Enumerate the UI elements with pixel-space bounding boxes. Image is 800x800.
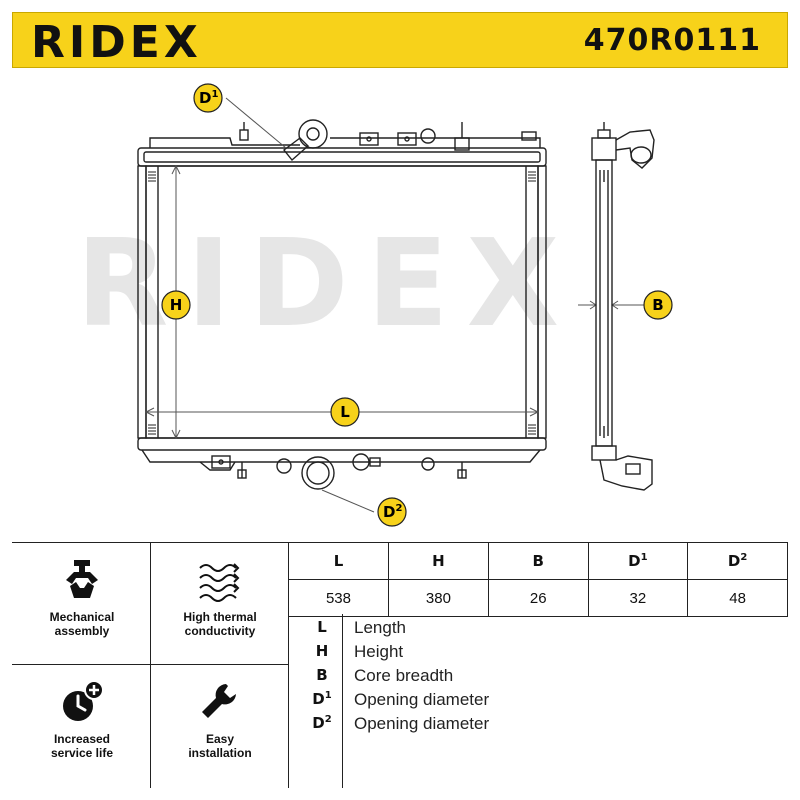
legend-text: Length bbox=[354, 618, 406, 637]
svg-text:L: L bbox=[340, 403, 350, 421]
legend-key: H bbox=[315, 642, 329, 660]
legend-text: Opening diameter bbox=[354, 714, 490, 733]
callout-d1: D1 bbox=[193, 83, 223, 113]
spec-header-d2: D2 bbox=[687, 542, 788, 580]
spec-header-d1: D1 bbox=[587, 542, 689, 580]
legend-text: Opening diameter bbox=[354, 690, 490, 709]
brand-logo-text: RIDEX bbox=[31, 17, 202, 65]
spec-table-value-row: 538 380 26 32 48 bbox=[288, 579, 788, 617]
svg-text:D1: D1 bbox=[199, 89, 218, 107]
legend-text: Core breadth bbox=[354, 666, 454, 685]
spec-value-h: 380 bbox=[387, 579, 489, 617]
spec-table: L H B D1 D2 538 380 26 32 48 bbox=[288, 542, 788, 617]
service-life-icon bbox=[63, 680, 104, 721]
spec-header-h: H bbox=[387, 542, 489, 580]
spec-header-l: L bbox=[288, 542, 389, 580]
legend-item: D1 Opening diameter bbox=[288, 690, 788, 714]
divider bbox=[12, 664, 288, 665]
legend-item: B Core breadth bbox=[288, 666, 788, 690]
callout-l: L bbox=[330, 397, 360, 427]
svg-text:H: H bbox=[170, 296, 183, 314]
callout-b: B bbox=[643, 290, 673, 320]
legend-item: L Length bbox=[288, 618, 788, 642]
legend-text: Height bbox=[354, 642, 404, 661]
watermark-text: RIDEX bbox=[76, 215, 577, 354]
legend-key: B bbox=[316, 666, 328, 684]
spec-header-b: B bbox=[487, 542, 589, 580]
mechanical-assembly-icon bbox=[66, 560, 98, 598]
part-number: 470R0111 bbox=[583, 23, 761, 58]
spec-value-d2: 48 bbox=[687, 579, 788, 617]
callout-d2: D2 bbox=[377, 497, 407, 527]
radiator-side-view bbox=[591, 122, 655, 491]
divider bbox=[342, 614, 343, 788]
legend-key: D1 bbox=[312, 690, 332, 708]
callout-h: H bbox=[161, 290, 191, 320]
spec-value-b: 26 bbox=[487, 579, 589, 617]
thermal-conductivity-icon bbox=[199, 563, 240, 602]
spec-table-header-row: L H B D1 D2 bbox=[288, 542, 788, 580]
legend-item: H Height bbox=[288, 642, 788, 666]
divider bbox=[150, 542, 151, 788]
header-bar: RIDEX 470R0111 bbox=[12, 12, 788, 68]
svg-text:D2: D2 bbox=[383, 503, 402, 521]
divider bbox=[288, 542, 289, 788]
spec-value-d1: 32 bbox=[587, 579, 689, 617]
svg-text:B: B bbox=[652, 296, 663, 314]
legend-item: D2 Opening diameter bbox=[288, 714, 788, 738]
radiator-front-view bbox=[137, 119, 547, 490]
brand-logo: RIDEX bbox=[31, 17, 202, 65]
radiator-drawing: RIDEX bbox=[76, 83, 673, 527]
wrench-icon bbox=[202, 684, 236, 718]
legend-key: D2 bbox=[312, 714, 332, 732]
spec-value-l: 538 bbox=[288, 579, 389, 617]
legend-key: L bbox=[317, 618, 327, 636]
